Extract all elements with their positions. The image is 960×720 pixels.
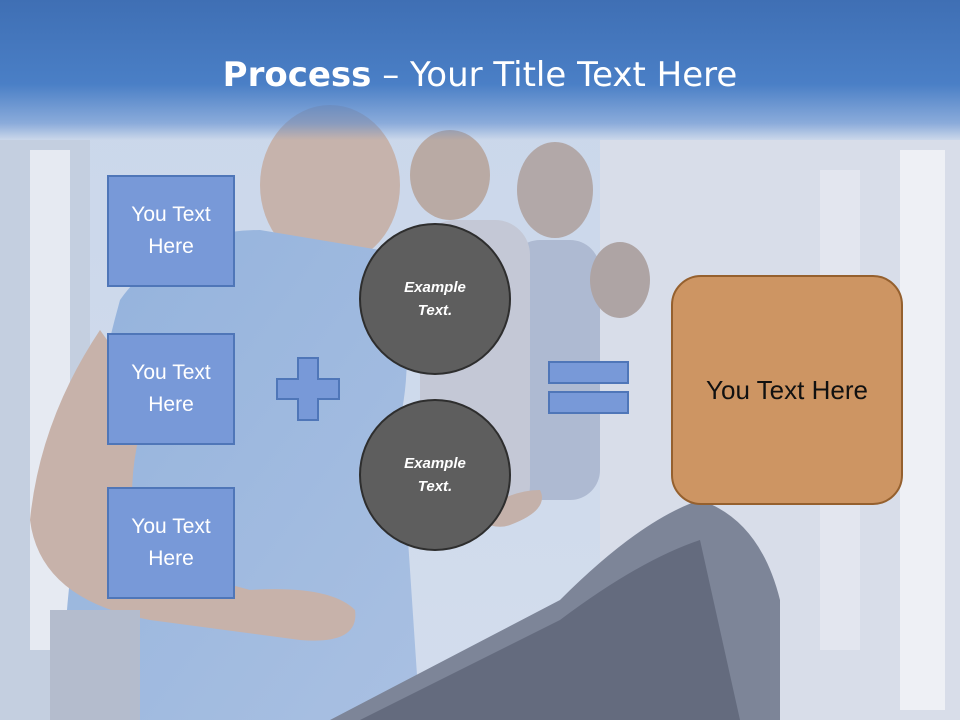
text-box-3[interactable]: You Text Here (107, 487, 235, 599)
title-rest: Your Title Text Here (410, 55, 738, 95)
text-box-3-label: You Text Here (131, 515, 211, 570)
title-band (0, 0, 960, 140)
example-circle-1-label: Example Text. (404, 279, 466, 319)
title-separator: – (371, 55, 411, 95)
text-box-1-label: You Text Here (131, 203, 211, 258)
plus-icon (276, 357, 340, 421)
equals-icon (548, 361, 629, 414)
text-box-2-label: You Text Here (131, 361, 211, 416)
result-box-label: You Text Here (706, 374, 868, 405)
text-box-2[interactable]: You Text Here (107, 333, 235, 445)
example-circle-2[interactable]: Example Text. (359, 399, 511, 551)
result-box[interactable]: You Text Here (671, 275, 903, 505)
example-circle-2-label: Example Text. (404, 455, 466, 495)
slide-title: Process – Your Title Text Here (0, 52, 960, 98)
example-circle-1[interactable]: Example Text. (359, 223, 511, 375)
text-box-1[interactable]: You Text Here (107, 175, 235, 287)
title-bold: Process (222, 55, 372, 95)
